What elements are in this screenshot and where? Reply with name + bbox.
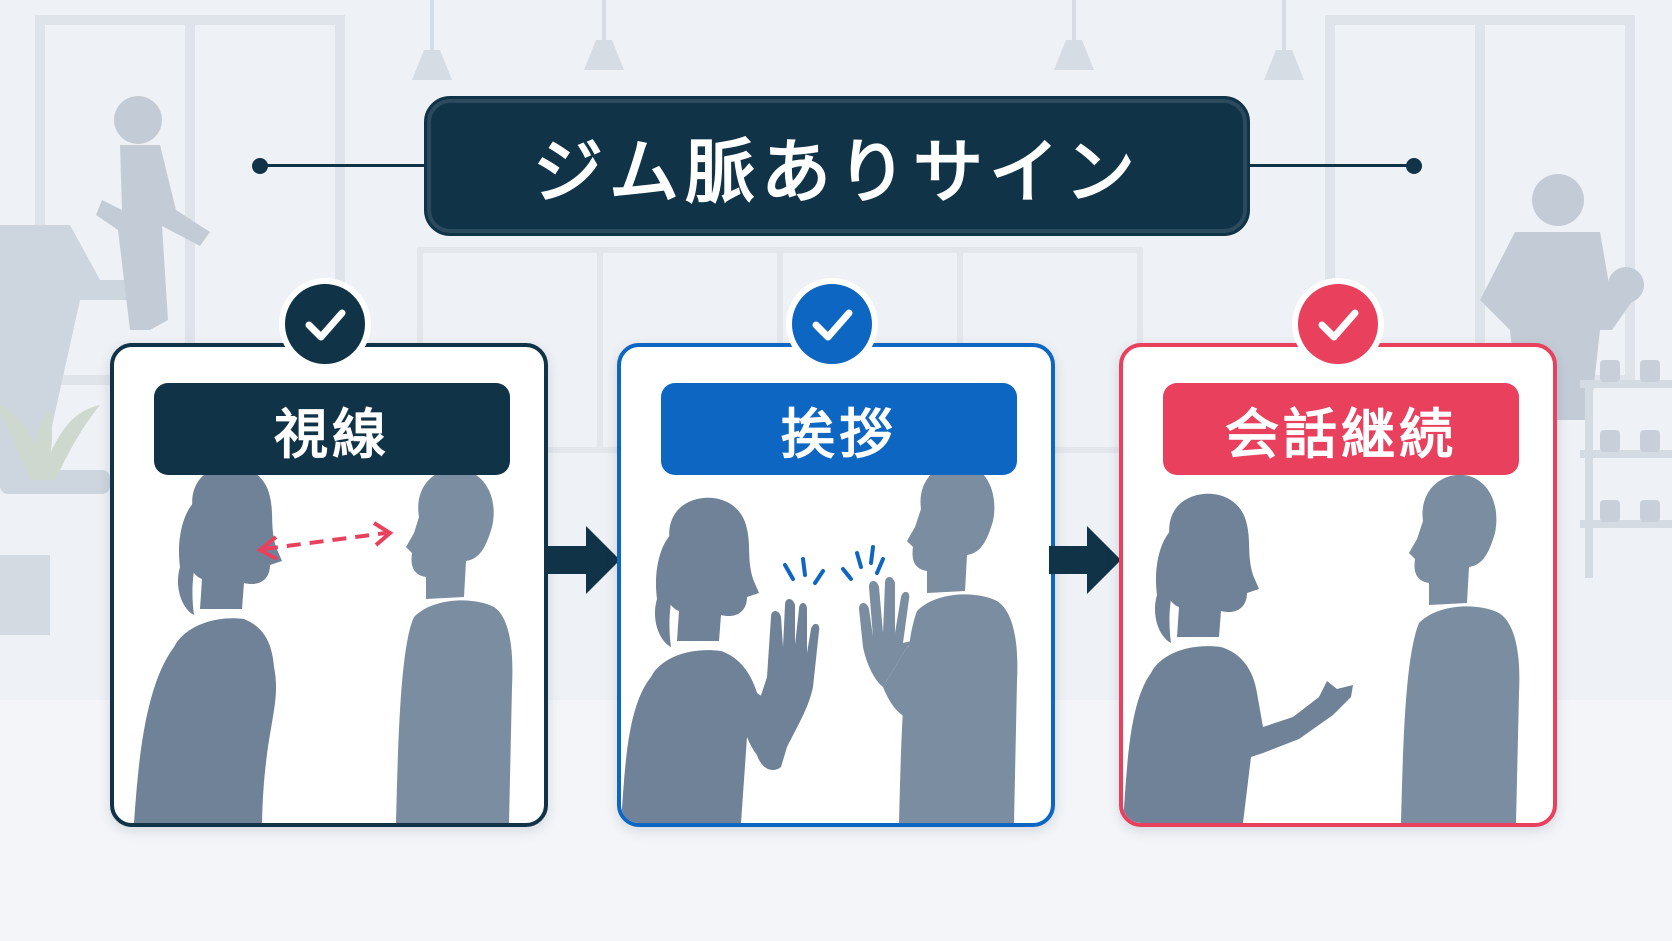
title-left-line bbox=[262, 164, 426, 167]
check-icon bbox=[786, 278, 878, 370]
check-icon bbox=[1292, 278, 1384, 370]
title-right-dot bbox=[1406, 158, 1422, 174]
step-card-1: 視線 bbox=[110, 343, 548, 827]
page-title: ジム脈ありサイン bbox=[533, 130, 1141, 213]
title-right-line bbox=[1248, 164, 1416, 167]
title-banner: ジム脈ありサイン bbox=[424, 96, 1250, 236]
step-label-2: 挨拶 bbox=[781, 402, 897, 466]
step-label-box-1: 視線 bbox=[154, 383, 510, 475]
step-label-1: 視線 bbox=[274, 402, 390, 466]
step-card-3: 会話継続 bbox=[1119, 343, 1557, 827]
step-label-box-3: 会話継続 bbox=[1163, 383, 1519, 475]
arrow-right-icon bbox=[548, 526, 620, 594]
conversation-illustration bbox=[1123, 474, 1520, 823]
step-card-2: 挨拶 bbox=[617, 343, 1055, 827]
arrow-right-icon bbox=[1049, 526, 1121, 594]
eye-contact-illustration bbox=[134, 465, 513, 823]
title-left-dot bbox=[252, 158, 268, 174]
step-label-3: 会話継続 bbox=[1225, 402, 1457, 466]
greeting-illustration bbox=[621, 462, 1018, 823]
check-icon bbox=[279, 278, 371, 370]
step-label-box-2: 挨拶 bbox=[661, 383, 1017, 475]
